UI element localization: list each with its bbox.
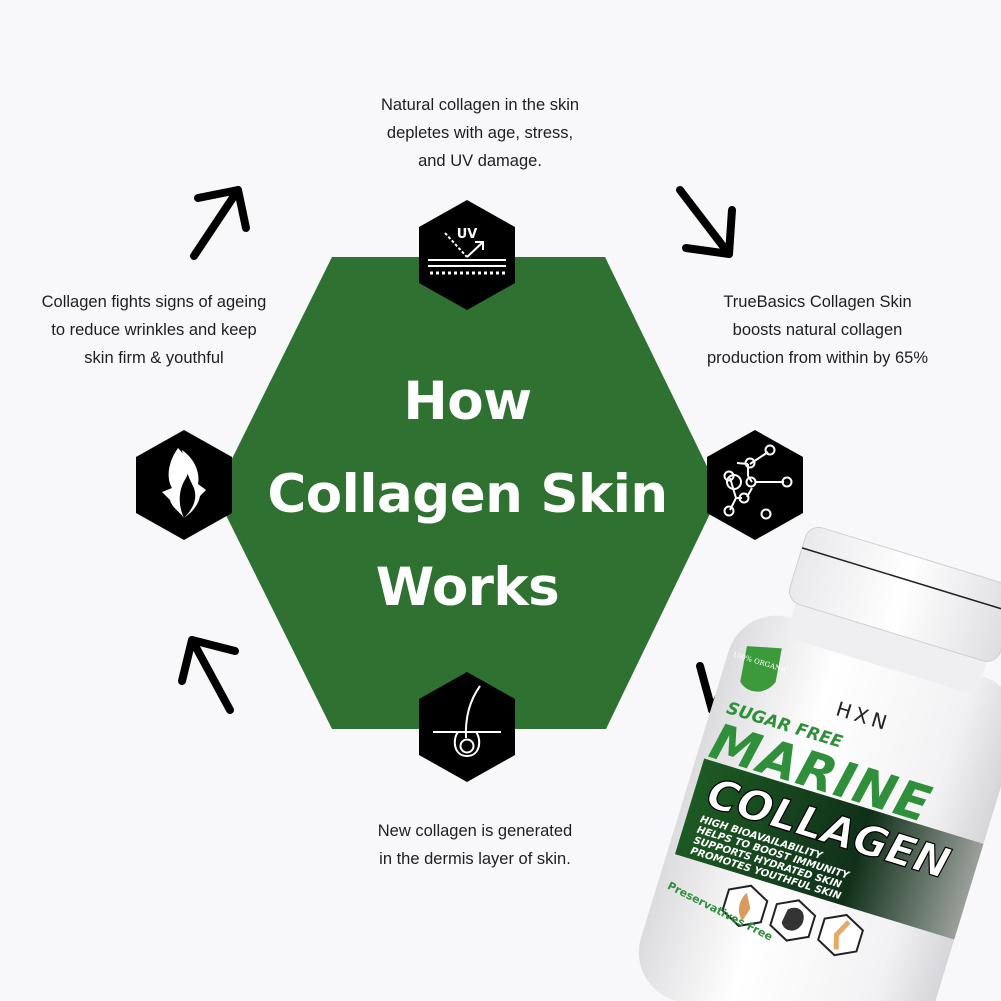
infographic-title: How Collagen Skin Works bbox=[215, 355, 720, 634]
joint-icon bbox=[833, 920, 851, 950]
title-line-1: How bbox=[403, 371, 532, 432]
title-line-3: Works bbox=[375, 557, 560, 618]
face-icon bbox=[738, 892, 751, 921]
caption-line: depletes with age, stress, bbox=[386, 124, 574, 142]
caption-line: and UV damage. bbox=[418, 152, 542, 170]
caption-line: skin firm & youthful bbox=[84, 349, 224, 367]
caption-line: in the dermis layer of skin. bbox=[379, 850, 571, 868]
caption-line: to reduce wrinkles and keep bbox=[51, 321, 257, 339]
step-top-caption: Natural collagen in the skin depletes wi… bbox=[330, 91, 630, 175]
caption-line: Collagen fights signs of ageing bbox=[41, 293, 267, 311]
caption-line: production from within by 65% bbox=[706, 349, 929, 367]
hair-icon bbox=[781, 907, 804, 931]
step-right-caption: TrueBasics Collagen Skin boosts natural … bbox=[640, 288, 995, 372]
title-line-2: Collagen Skin bbox=[267, 464, 668, 525]
step-left-caption: Collagen fights signs of ageing to reduc… bbox=[0, 288, 308, 372]
caption-line: New collagen is generated bbox=[377, 822, 573, 840]
caption-line: TrueBasics Collagen Skin bbox=[723, 293, 912, 311]
caption-line: Natural collagen in the skin bbox=[380, 96, 580, 114]
caption-line: boosts natural collagen bbox=[732, 321, 903, 339]
step-bottom-caption: New collagen is generated in the dermis … bbox=[330, 817, 620, 873]
